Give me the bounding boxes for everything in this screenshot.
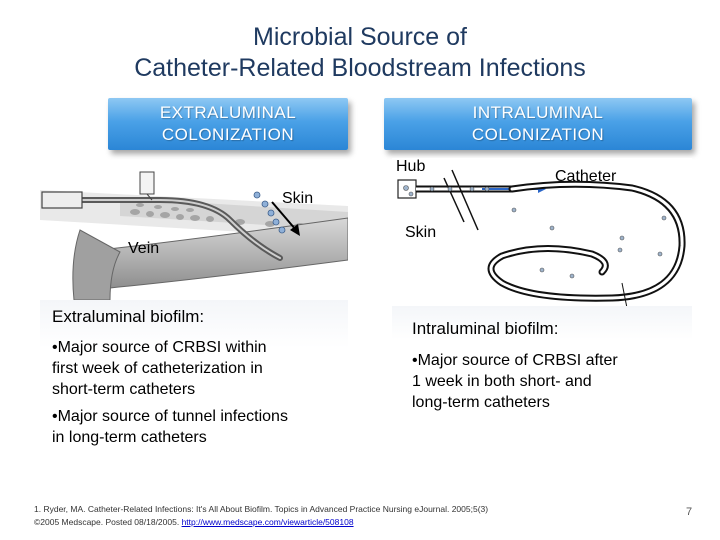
intraluminal-bullet-line-2: 1 week in both short- and [412,373,592,390]
extraluminal-panel [40,300,348,460]
slide-title: Microbial Source of Catheter-Related Blo… [0,22,720,84]
extraluminal-banner-line-1: EXTRALUMINAL [159,103,297,122]
intraluminal-bullet-line-1: •Major source of CRBSI after [412,352,618,369]
left-skin-label: Skin [282,190,314,207]
catheter-skin-vein-drawing [40,160,349,301]
citation-line-2: ©2005 Medscape. Posted 08/18/2005. http:… [34,516,488,529]
vein-label: Vein [128,240,160,257]
extraluminal-bullet-1: •Major source of CRBSI within first week… [52,337,267,400]
extraluminal-illustration [40,160,349,301]
extraluminal-banner: EXTRALUMINAL COLONIZATION [108,98,348,150]
extraluminal-bullet-2-line-2: in long-term catheters [52,429,207,446]
catheter-label: Catheter [555,168,617,185]
intraluminal-panel [392,306,692,418]
intraluminal-bullet: •Major source of CRBSI after 1 week in b… [412,350,618,413]
citation-footer: 1. Ryder, MA. Catheter-Related Infection… [34,503,488,529]
extraluminal-bullet-2-line-1: •Major source of tunnel infections [52,408,288,425]
right-skin-label: Skin [405,224,437,241]
extraluminal-bullet-1-line-3: short-term catheters [52,381,196,398]
intraluminal-heading: Intraluminal biofilm: [412,319,559,338]
extraluminal-bullet-1-line-1: •Major source of CRBSI within [52,339,267,356]
page-number: 7 [686,506,693,518]
intraluminal-banner-line-2: COLONIZATION [471,125,605,144]
slide-title-line-1: Microbial Source of [253,23,467,51]
medscape-article-link[interactable]: http://www.medscape.com/viewarticle/5081… [181,517,354,527]
slide-title-line-2: Catheter-Related Bloodstream Infections [134,54,586,82]
citation-line-1: 1. Ryder, MA. Catheter-Related Infection… [34,504,489,514]
intraluminal-illustration [392,158,692,309]
extraluminal-heading: Extraluminal biofilm: [52,307,205,326]
intraluminal-bullet-line-3: long-term catheters [412,394,550,411]
intraluminal-banner: INTRALUMINAL COLONIZATION [384,98,692,150]
extraluminal-banner-line-2: COLONIZATION [161,125,295,144]
extraluminal-bullet-1-line-2: first week of catheterization in [52,360,263,377]
intraluminal-banner-line-1: INTRALUMINAL [472,103,604,122]
hub-label: Hub [396,158,426,175]
citation-copyright: ©2005 Medscape. Posted 08/18/2005. [34,517,182,527]
coiled-catheter-drawing [392,158,692,309]
extraluminal-bullet-2: •Major source of tunnel infections in lo… [52,406,288,448]
